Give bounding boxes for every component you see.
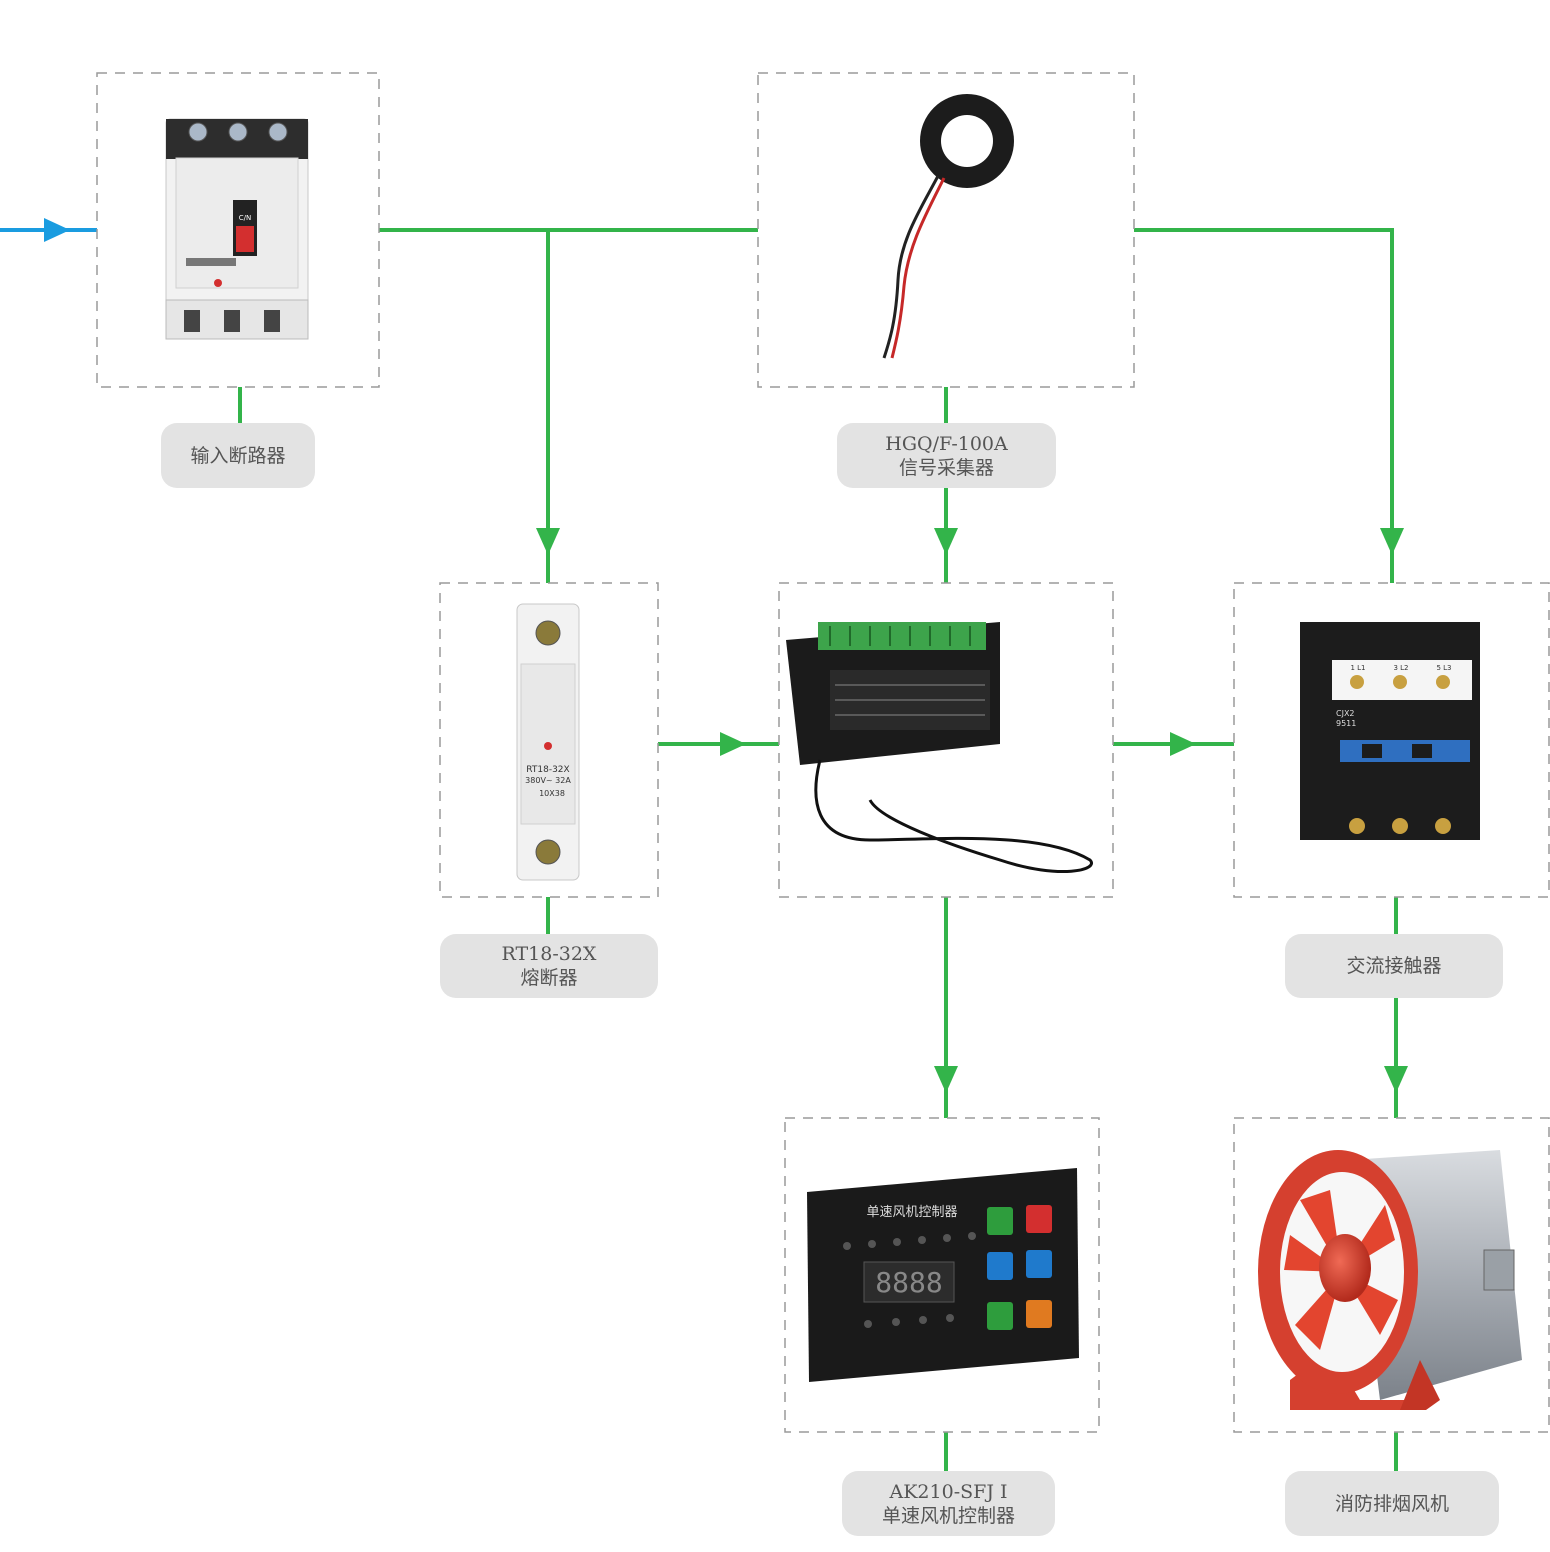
contactor-terminal-3: 5 L3 [1436, 664, 1451, 672]
contactor-model-text-2: 9511 [1336, 719, 1356, 728]
sensor-label-line2: 信号采集器 [898, 456, 994, 479]
fan-controller-panel-icon: 单速风机控制器 8888 [807, 1168, 1079, 1382]
bus-line-sensor-contactor [1134, 228, 1394, 583]
contactor-label-line1: 交流接触器 [1346, 955, 1442, 977]
arrow-fuse-module [720, 732, 746, 756]
panel-title-text: 单速风机控制器 [866, 1205, 957, 1220]
fuse-device-text-3: 10X38 [539, 789, 565, 798]
contactor-terminal-1: 1 L1 [1350, 664, 1365, 672]
axial-smoke-fan-icon [1258, 1150, 1522, 1410]
sensor-label: HGQ/F-100A 信号采集器 [837, 423, 1056, 488]
contactor-label: 交流接触器 [1285, 934, 1503, 998]
fuse-device-text-1: RT18-32X [526, 765, 569, 775]
fan-label-line1: 消防排烟风机 [1334, 1492, 1449, 1515]
current-transformer-ring-icon [882, 94, 1014, 359]
ac-contactor-icon: 1 L1 3 L2 5 L3 CJX2 9511 [1300, 622, 1480, 840]
breaker-label-line1: 输入断路器 [190, 444, 286, 467]
panel-display-text: 8888 [875, 1266, 942, 1299]
breaker-label: 输入断路器 [161, 423, 315, 488]
fuse-label-line1: RT18-32X [501, 943, 597, 965]
breaker-device-text: C/N [239, 214, 251, 222]
control-module-icon [786, 622, 1094, 873]
contactor-model-text: CJX2 [1336, 709, 1355, 718]
fuse-holder-icon: RT18-32X 380V~ 32A 10X38 [516, 603, 580, 881]
contactor-terminal-2: 3 L2 [1393, 664, 1408, 672]
arrow-to-contactor [1380, 528, 1404, 555]
arrow-to-controller [934, 1066, 958, 1093]
connection-lines [0, 218, 1408, 1471]
fuse-label-line2: 熔断器 [520, 967, 578, 989]
controller-label-line2: 单速风机控制器 [881, 1504, 1015, 1527]
mccb-breaker-icon: C/N [165, 118, 309, 340]
input-arrow-head [44, 218, 70, 242]
arrow-to-fan [1384, 1066, 1408, 1093]
controller-label: AK210-SFJ Ⅰ 单速风机控制器 [842, 1471, 1055, 1536]
fan-label: 消防排烟风机 [1285, 1471, 1499, 1536]
controller-label-line1: AK210-SFJ Ⅰ [889, 1480, 1008, 1503]
arrow-to-fuse [536, 528, 560, 555]
arrow-module-contactor [1170, 732, 1196, 756]
fuse-label: RT18-32X 熔断器 [440, 934, 658, 998]
sensor-label-line1: HGQ/F-100A [885, 432, 1008, 455]
fuse-device-text-2: 380V~ 32A [525, 776, 571, 785]
arrow-to-module [934, 528, 958, 555]
